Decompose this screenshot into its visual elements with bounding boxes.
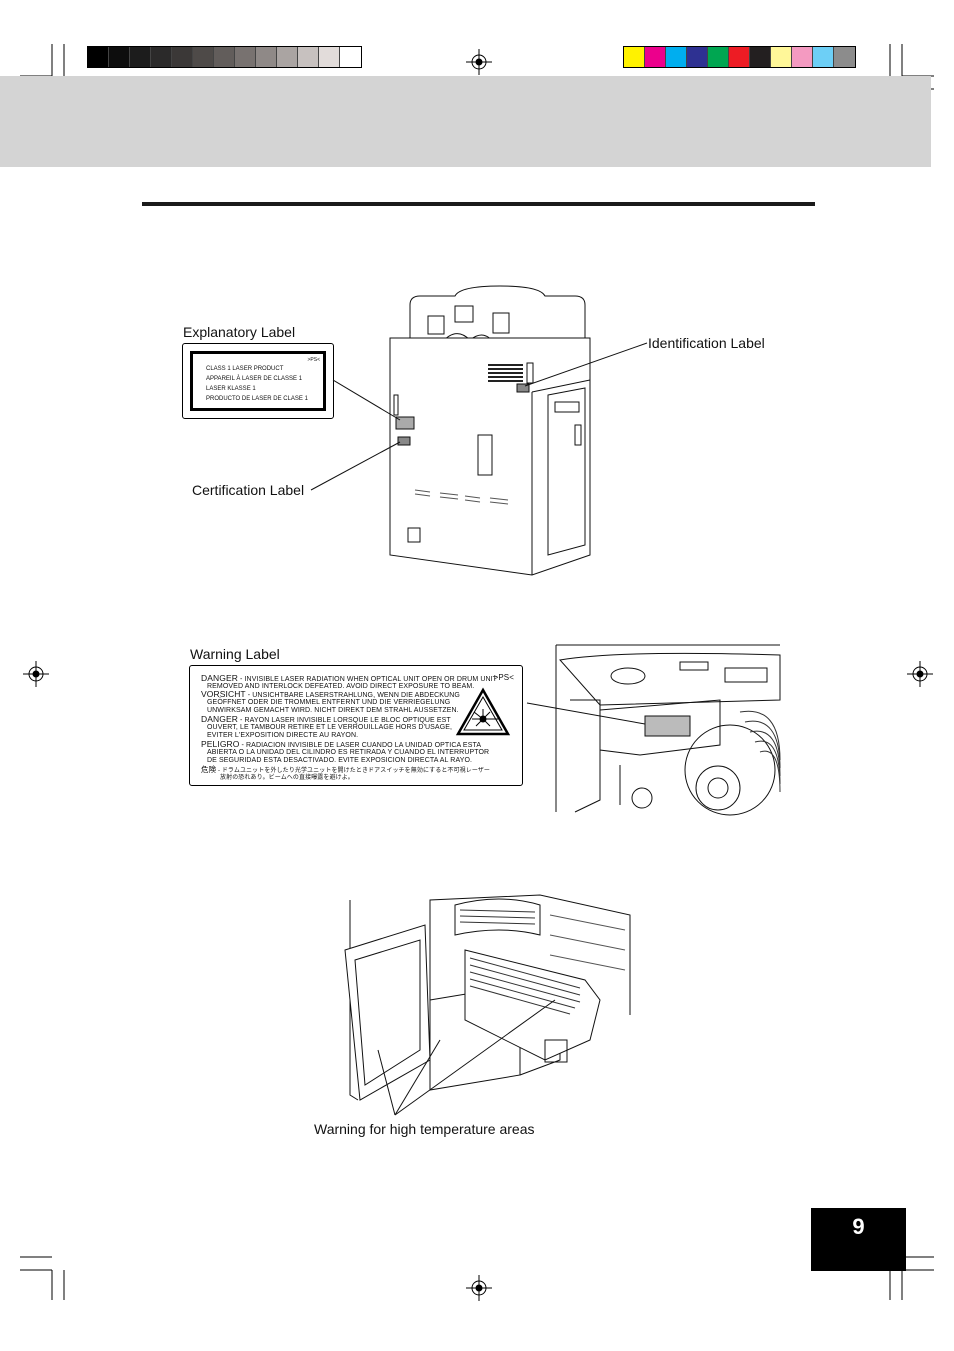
explanatory-label: >PS< CLASS 1 LASER PRODUCT APPAREIL À LA… (182, 343, 334, 419)
color-swatch (687, 47, 708, 67)
explanatory-code: >PS< (307, 357, 320, 363)
danger-text: - INVISIBLE LASER RADIATION WHEN OPTICAL… (237, 676, 498, 683)
peligro-text: - RADIACION INVISIBLE DE LASER CUANDO LA… (239, 742, 482, 749)
danger-fr-line-2: OUVERT, LE TAMBOUR RETIRE ET LE VERROUIL… (207, 724, 453, 731)
japanese-heading: 危険 (201, 765, 217, 774)
warning-label-caption: Warning Label (190, 646, 280, 662)
danger-line-2: REMOVED AND INTERLOCK DEFEATED. AVOID DI… (207, 683, 475, 690)
grayscale-strip (87, 46, 362, 68)
explanatory-line: CLASS 1 LASER PRODUCT (206, 366, 284, 372)
color-swatch (834, 47, 855, 67)
color-swatch (750, 47, 771, 67)
color-swatch (277, 47, 298, 67)
color-swatch (235, 47, 256, 67)
color-swatch (813, 47, 834, 67)
vorsicht-text: - UNSICHTBARE LASERSTRAHLUNG, WENN DIE A… (245, 692, 460, 699)
color-swatch (319, 47, 340, 67)
color-swatch (645, 47, 666, 67)
japanese-line-1: 危険 - ドラムユニットを外したり光学ユニットを開けたときドアスイッチを無効にす… (201, 766, 490, 775)
danger-fr-text: - RAYON LASER INVISIBLE LORSQUE LE BLOC … (237, 717, 451, 724)
high-temperature-caption: Warning for high temperature areas (314, 1121, 535, 1137)
danger-line-1: DANGER - INVISIBLE LASER RADIATION WHEN … (201, 674, 497, 684)
identification-label-caption: Identification Label (648, 335, 765, 351)
header-band (0, 76, 931, 167)
vorsicht-line-3: UNWIRKSAM GEMACHT WIRD. NICHT DIREKT DEM… (207, 707, 459, 714)
color-swatch (109, 47, 130, 67)
warning-code: >PS< (493, 673, 514, 682)
vorsicht-line-1: VORSICHT - UNSICHTBARE LASERSTRAHLUNG, W… (201, 690, 460, 700)
peligro-line-2: ABIERTA O LA UNIDAD DEL CILINDRO ES RETI… (207, 749, 490, 756)
vorsicht-line-2: GEÖFFNET ODER DIE TROMMEL ENTFERNT UND D… (207, 699, 451, 706)
color-swatch (771, 47, 792, 67)
danger-fr-heading: DANGER (201, 714, 238, 724)
color-swatch (130, 47, 151, 67)
color-swatch (193, 47, 214, 67)
color-swatch (172, 47, 193, 67)
warning-label: >PS< DANGER - INVISIBLE LASER RADIATION … (189, 665, 523, 786)
danger-fr-line-1: DANGER - RAYON LASER INVISIBLE LORSQUE L… (201, 715, 451, 725)
color-swatch (256, 47, 277, 67)
page-number: 9 (811, 1208, 906, 1271)
peligro-line-3: DE SEGURIDAD ESTA DESACTIVADO. EVITE EXP… (207, 757, 473, 764)
color-swatch (708, 47, 729, 67)
color-strip (623, 46, 856, 68)
color-swatch (88, 47, 109, 67)
laser-hazard-icon (455, 687, 511, 736)
danger-fr-line-3: EVITER L'EXPOSITION DIRECTE AU RAYON. (207, 732, 359, 739)
danger-heading: DANGER (201, 673, 238, 683)
color-swatch (214, 47, 235, 67)
certification-label-caption: Certification Label (192, 482, 305, 498)
color-swatch (624, 47, 645, 67)
title-rule (142, 202, 815, 206)
japanese-text: - ドラムユニットを外したり光学ユニットを開けたときドアスイッチを無効にすると不… (216, 768, 490, 774)
explanatory-line: PRODUCTO DE LASER DE CLASE 1 (206, 396, 308, 402)
explanatory-line: LASER KLASSE 1 (206, 386, 256, 392)
peligro-line-1: PELIGRO - RADIACION INVISIBLE DE LASER C… (201, 740, 481, 750)
vorsicht-heading: VORSICHT (201, 689, 246, 699)
color-swatch (666, 47, 687, 67)
explanatory-label-caption: Explanatory Label (183, 324, 296, 340)
color-swatch (729, 47, 750, 67)
color-swatch (340, 47, 361, 67)
color-swatch (298, 47, 319, 67)
color-swatch (151, 47, 172, 67)
japanese-line-2: 放射の恐れあり。ビームへの直接曝露を避けよ。 (220, 775, 354, 781)
color-swatch (792, 47, 813, 67)
explanatory-line: APPAREIL À LASER DE CLASSE 1 (206, 376, 303, 382)
peligro-heading: PELIGRO (201, 739, 240, 749)
